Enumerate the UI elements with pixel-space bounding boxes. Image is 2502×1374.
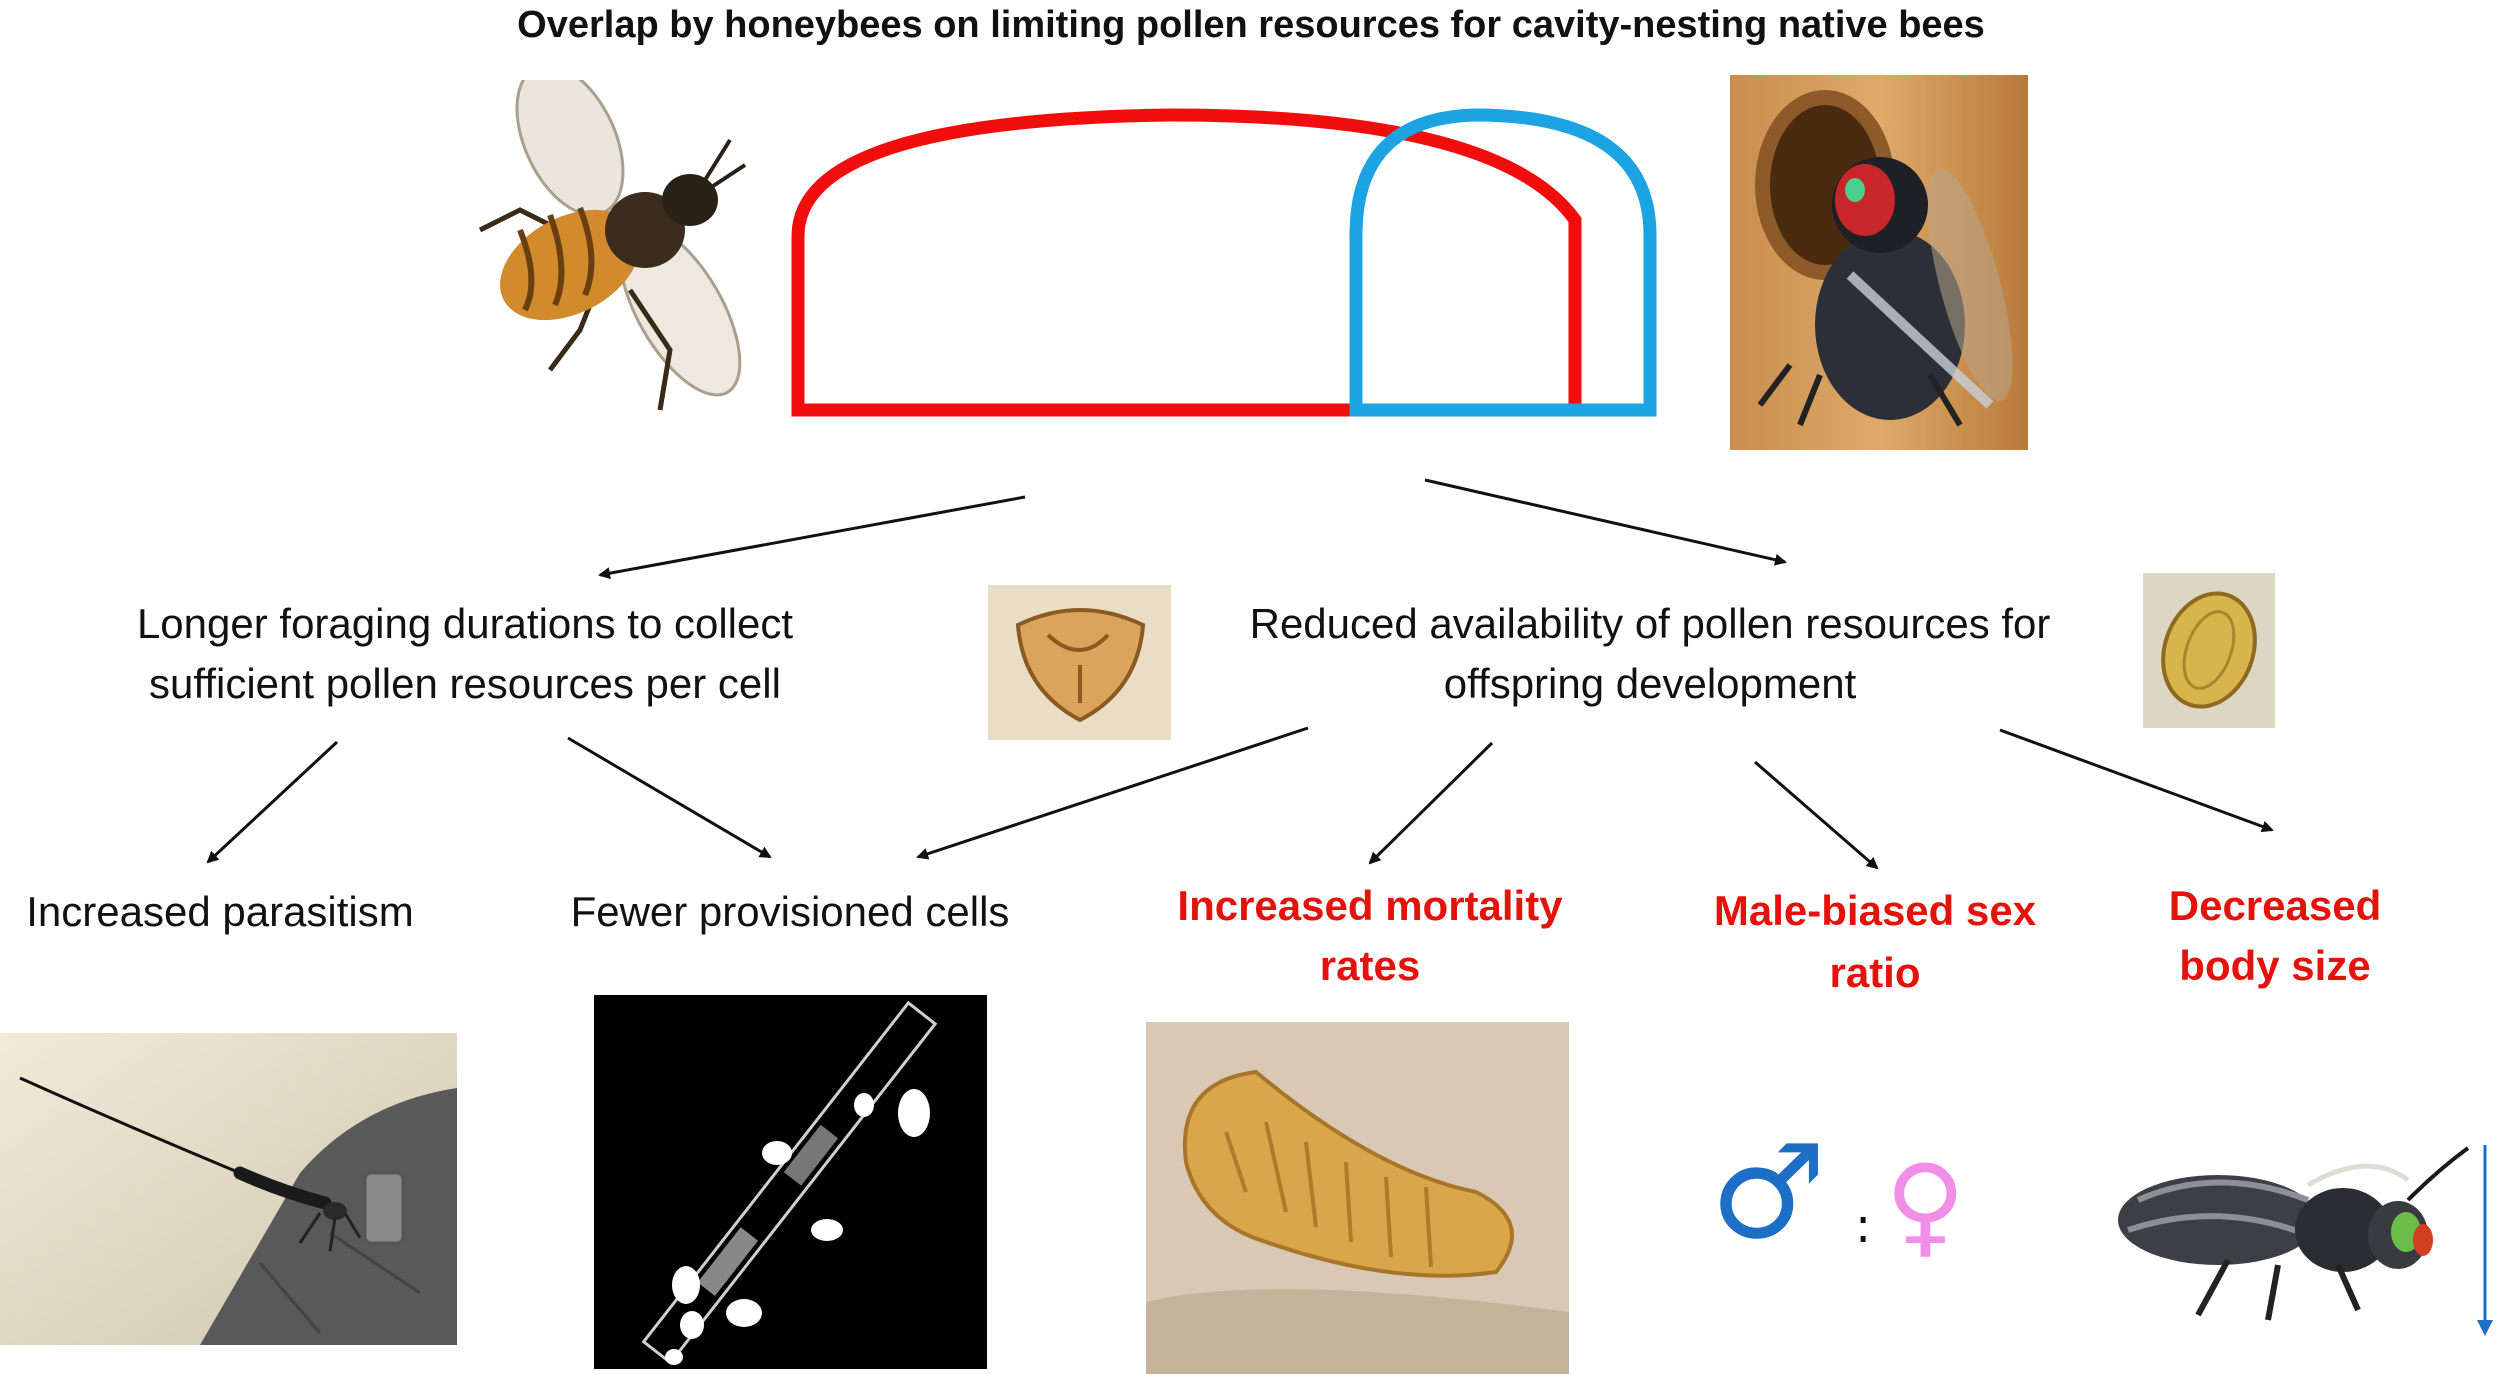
pollen-line-2: offspring development xyxy=(1443,660,1857,707)
outcome-mortality: Increased mortality rates xyxy=(1120,876,1620,996)
native-bee-niche-shape xyxy=(1349,108,1657,417)
outcome-body-size: Decreased body size xyxy=(2100,876,2450,996)
sex-ratio-line-2: ratio xyxy=(1829,949,1921,996)
pollen-availability-node: Reduced availability of pollen resources… xyxy=(1175,594,2125,714)
foraging-line-1: Longer foraging durations to collect xyxy=(136,600,794,647)
pollen-line-1: Reduced availability of pollen resources… xyxy=(1249,600,2051,647)
diagram-title: Overlap by honeybees on limiting pollen … xyxy=(517,4,1985,46)
arrow-to-pollen xyxy=(1424,478,1787,566)
honeybee-photo xyxy=(478,80,747,411)
honeybee-niche-shape xyxy=(791,108,1582,417)
small-bee-photo xyxy=(2118,1146,2470,1321)
pollen-grain-oval xyxy=(2143,573,2275,728)
body-size-line-2: body size xyxy=(2179,942,2371,989)
arrow-to-mortality xyxy=(1368,741,1494,865)
arrow-to-body-size xyxy=(1999,728,2274,833)
female-symbol: ♀ xyxy=(1885,1141,1966,1269)
mortality-line-2: rates xyxy=(1319,942,1421,989)
body-size-line-1: Decreased xyxy=(2168,882,2382,929)
mortality-line-1: Increased mortality xyxy=(1177,882,1563,929)
outcome-sex-ratio: Male-biased sex ratio xyxy=(1680,880,2070,1004)
arrow-pollen-to-cells xyxy=(916,726,1309,860)
nest-xray-photo xyxy=(594,995,987,1369)
outcome-parasitism: Increased parasitism xyxy=(26,888,414,935)
foraging-node: Longer foraging durations to collect suf… xyxy=(30,594,900,714)
foraging-line-2: sufficient pollen resources per cell xyxy=(149,660,781,707)
outcome-fewer-cells: Fewer provisioned cells xyxy=(570,888,1010,935)
arrow-to-sex-ratio xyxy=(1754,760,1879,870)
arrow-foraging-to-cells xyxy=(567,736,772,859)
larva-photo xyxy=(1146,1022,1569,1374)
arrow-to-foraging xyxy=(598,495,1026,580)
native-bee-nest-photo xyxy=(1730,75,2028,450)
pollen-grain-triangular xyxy=(988,585,1171,740)
decrease-arrow-icon xyxy=(2477,1145,2493,1336)
parasitoid-wasp-photo xyxy=(0,1033,457,1345)
ratio-separator: : xyxy=(1855,1198,1872,1254)
arrow-to-parasitism xyxy=(206,740,339,864)
male-symbol: ♂ xyxy=(1710,1116,1827,1268)
sex-ratio-line-1: Male-biased sex xyxy=(1713,887,2037,934)
